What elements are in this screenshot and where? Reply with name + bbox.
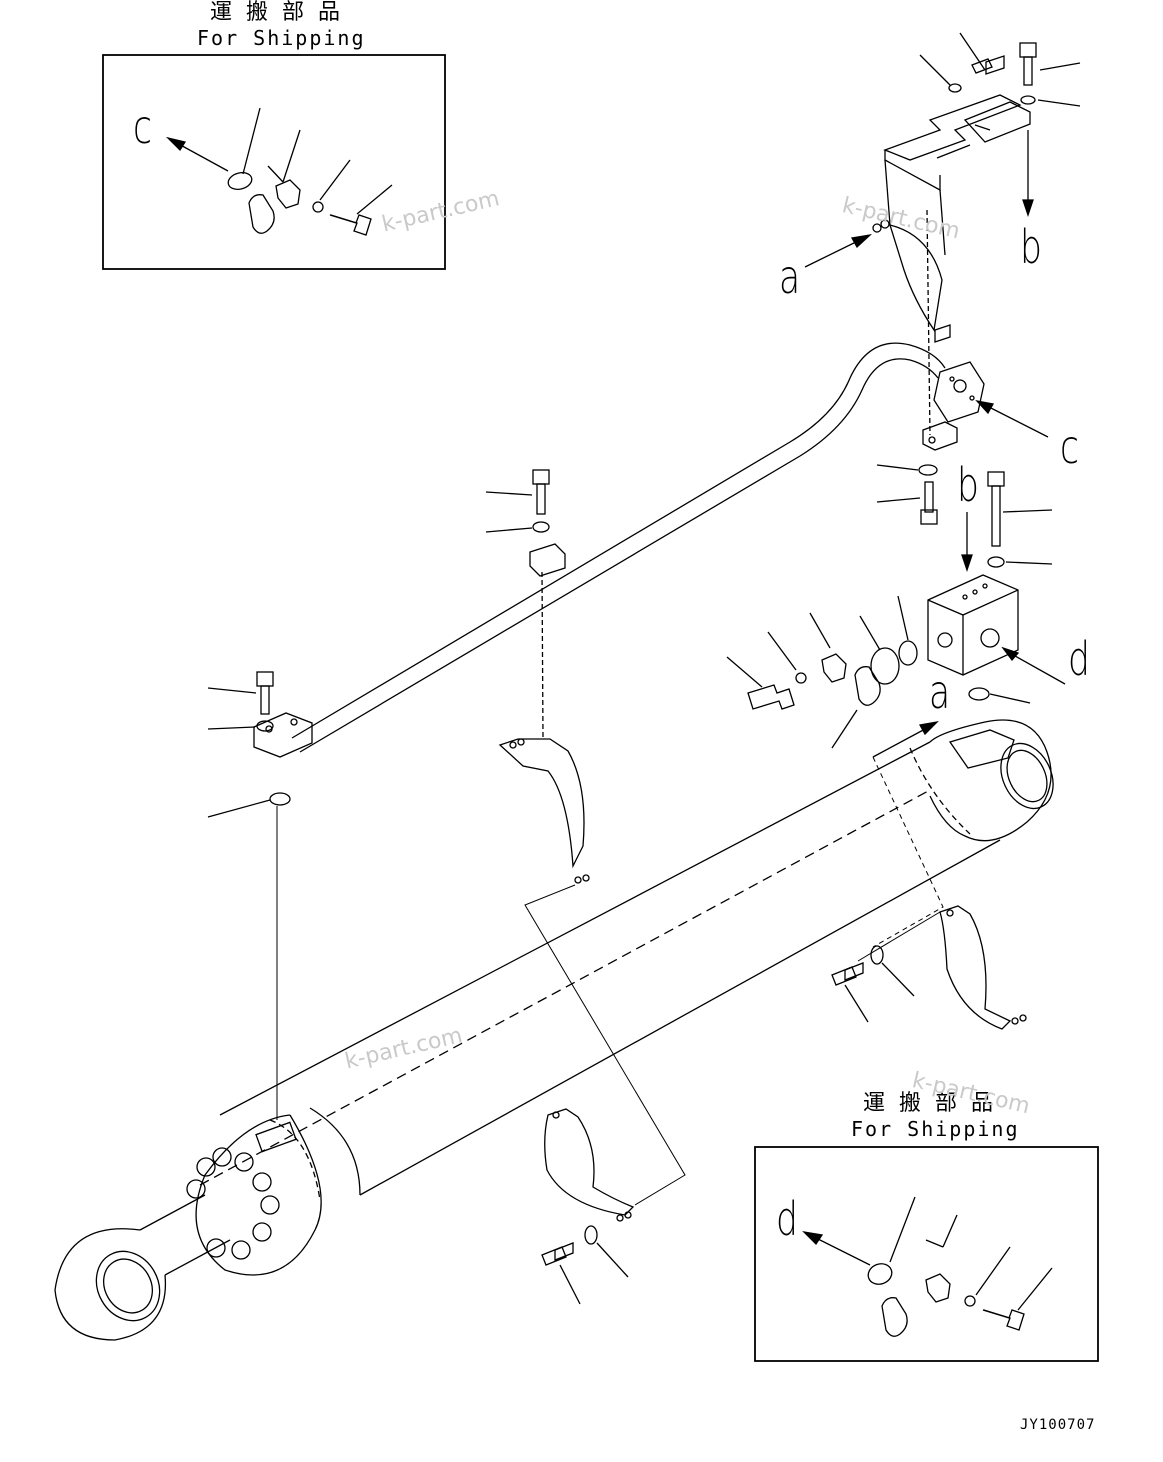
- box1-flange-set: [165, 107, 393, 236]
- hydraulic-pipe: [253, 342, 985, 758]
- callout-c-right: c: [1060, 420, 1079, 474]
- box2-flange-set: [802, 1196, 1053, 1337]
- upper-bracket-assembly: [872, 94, 1031, 451]
- shipping-box-1-frame: [102, 54, 446, 270]
- left-flange-bolts: [207, 671, 291, 1120]
- hydraulic-cylinder: [54, 719, 1054, 1341]
- pipe-clamp-lower-right: [831, 905, 1027, 1030]
- callout-b-mid: b: [957, 458, 979, 512]
- callout-a-upper: a: [779, 250, 801, 304]
- valve-block: [927, 574, 1066, 704]
- shipping-box-2-frame: [754, 1146, 1099, 1362]
- top-bolts: [919, 32, 1081, 218]
- shipping-box-1-title-en: For Shipping: [197, 26, 366, 50]
- shipping-box-1-title-jp: 運搬部品: [210, 0, 355, 25]
- callout-c-box: c: [133, 100, 152, 154]
- callout-b-upper: b: [1020, 220, 1042, 274]
- pipe-clamp-lower-left: [541, 1108, 635, 1305]
- right-mid-bolts: [876, 464, 1053, 573]
- shipping-box-2-title-en: For Shipping: [851, 1117, 1020, 1141]
- drawing-code: JY100707: [1020, 1417, 1096, 1433]
- callout-d-box: d: [776, 1192, 798, 1246]
- pipe-clamp-upper: [485, 469, 686, 1206]
- rod-head-bolt-circle: [186, 1147, 280, 1260]
- split-flange-set: [726, 595, 918, 749]
- shipping-box-2-title-jp: 運搬部品: [863, 1091, 1008, 1116]
- callout-d-right: d: [1068, 632, 1090, 686]
- callout-arrows: [804, 234, 1049, 948]
- callout-a-mid: a: [929, 665, 951, 719]
